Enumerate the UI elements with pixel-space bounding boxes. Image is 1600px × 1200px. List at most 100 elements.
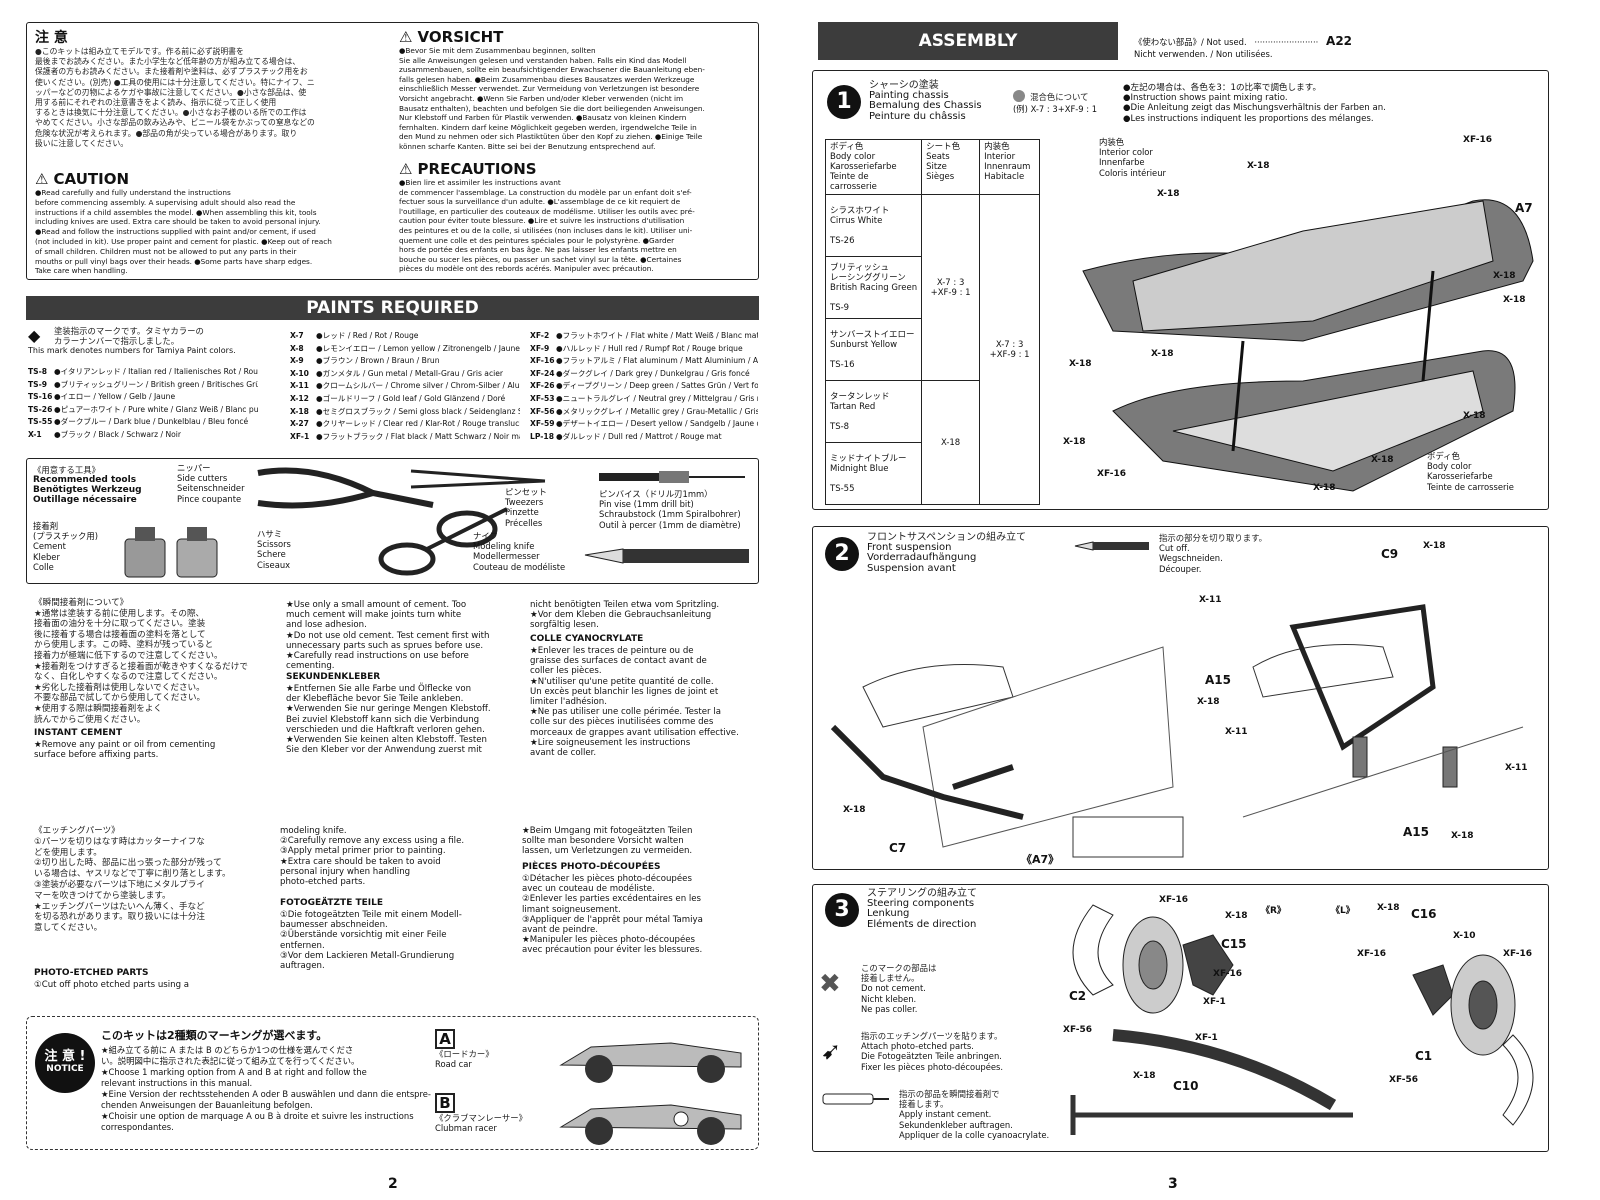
paint-label: X-18 bbox=[1063, 437, 1086, 447]
paints-list-1: TS-8●イタリアンレッド / Italian red / Italienisc… bbox=[28, 366, 258, 442]
paint-label: X-18 bbox=[1377, 903, 1400, 913]
step-1-title-jp: シャーシの塗装 bbox=[869, 80, 939, 91]
paint-label: XF-16 bbox=[1503, 949, 1533, 959]
paint-label: XF-16 bbox=[1159, 895, 1189, 905]
step-2-title-de: Vorderradaufhängung bbox=[867, 552, 977, 564]
tools-title-de: Benötigtes Werkzeug bbox=[33, 485, 142, 496]
paint-label: X-18 bbox=[1069, 359, 1092, 369]
paints-list-3: XF-2●フラットホワイト / Flat white / Matt Weiß /… bbox=[530, 330, 758, 443]
page-number-left: 2 bbox=[388, 1176, 398, 1192]
cement-jp: 《瞬間接着剤について》 ★通常は塗装する前に使用します。その際、 接着面の油分を… bbox=[34, 598, 248, 725]
paint-row: XF-56●メタリックグレイ / Metallic grey / Grau-Me… bbox=[530, 406, 758, 419]
step-3-title: ステアリングの組み立て Steering components Lenkung … bbox=[867, 888, 977, 930]
step-1-title-fr: Peinture du châssis bbox=[869, 110, 966, 122]
paint-row: X-18●セミグロスブラック / Semi gloss black / Seid… bbox=[290, 406, 520, 419]
part-a7: A7 bbox=[1515, 201, 1533, 215]
assembly-header: ASSEMBLY bbox=[818, 22, 1118, 60]
row-body-color: シラスホワイト Cirrus White TS-26 bbox=[824, 194, 923, 257]
tools-box: 《用意する工具》 Recommended tools Benötigtes We… bbox=[26, 458, 759, 584]
paint-name: ●ピュアーホワイト / Pure white / Glanz Weiß / Bl… bbox=[54, 404, 258, 414]
paint-code: XF-53 bbox=[530, 393, 555, 403]
col-head-seat: シート色 Seats Sitze Sièges bbox=[921, 139, 981, 195]
cement-fr-head: COLLE CYANOCRYLATE bbox=[530, 634, 644, 644]
tools-title: 《用意する工具》 Recommended tools Benötigtes We… bbox=[33, 465, 142, 505]
paint-name: ●フラットブラック / Flat black / Matt Schwarz / … bbox=[316, 431, 520, 441]
paint-row: TS-8●イタリアンレッド / Italian red / Italienisc… bbox=[28, 366, 258, 379]
step-3-title-en: Steering components bbox=[867, 898, 975, 910]
vorsicht-text: ●Bevor Sie mit dem Zusammenbau beginnen,… bbox=[399, 46, 705, 151]
no-cement-jp: このマークの部品は 接着しません。 bbox=[861, 963, 937, 984]
paint-code: X-1 bbox=[28, 429, 42, 439]
row-body-color: タータンレッド Tartan Red TS-8 bbox=[824, 380, 923, 443]
paint-label: X-18 bbox=[1463, 411, 1486, 421]
paint-code: TS-16 bbox=[28, 392, 53, 402]
paint-label: XF-1 bbox=[1195, 1033, 1218, 1043]
warning-icon: ⚠ bbox=[399, 160, 413, 178]
modeling-knife-icon bbox=[583, 545, 753, 571]
cut-note-text: Cut off. Wegschneiden. Découper. bbox=[1159, 543, 1223, 574]
paint-label: XF-16 bbox=[1097, 469, 1127, 479]
paint-row: XF-16●フラットアルミ / Flat aluminum / Matt Alu… bbox=[530, 355, 758, 368]
instant-cement-note: 指示の部品を瞬間接着剤で 接着します。 Apply instant cement… bbox=[899, 1089, 1049, 1140]
etch-de: ①Die fotogeätzten Teile mit einem Modell… bbox=[280, 910, 462, 972]
etch-note-jp: 指示のエッチングパーツを貼ります。 bbox=[861, 1031, 1003, 1041]
paint-name: ●イエロー / Yellow / Gelb / Jaune bbox=[54, 392, 176, 402]
paint-label: XF-1 bbox=[1203, 997, 1226, 1007]
part-a7-ref: 《A7》 bbox=[1021, 853, 1060, 866]
paint-label: XF-16 bbox=[1213, 969, 1243, 979]
notice-badge: 注 意 ! NOTICE bbox=[35, 1033, 95, 1093]
paint-label: X-18 bbox=[1493, 271, 1516, 281]
paint-name: ●ブリティッシュグリーン / British green / Britische… bbox=[54, 379, 258, 389]
mix-instruction: ●左記の場合は、各色を3：1の比率で調色します。 ●Instruction sh… bbox=[1123, 83, 1386, 124]
option-a-en: Road car bbox=[435, 1059, 472, 1070]
paint-code: XF-59 bbox=[530, 419, 555, 429]
step-2-title-fr: Suspension avant bbox=[867, 562, 956, 574]
left-side-label: 《L》 bbox=[1331, 906, 1355, 916]
paint-label: XF-16 bbox=[1463, 135, 1493, 145]
step-3-title-fr: Eléments de direction bbox=[867, 918, 977, 930]
paint-row: XF-24●ダークグレイ / Dark grey / Dunkelgrau / … bbox=[530, 368, 758, 381]
etch-en-head: PHOTO-ETCHED PARTS bbox=[34, 968, 149, 978]
mix-icon bbox=[1013, 89, 1025, 102]
tools-title-jp: 《用意する工具》 bbox=[33, 465, 100, 475]
cut-knife-icon bbox=[1073, 537, 1153, 556]
leader-dots: ························ bbox=[1251, 37, 1321, 47]
paint-label: X-11 bbox=[1225, 727, 1248, 737]
paint-label: X-18 bbox=[1423, 541, 1446, 551]
caution-jp-text: ●このキットは組み立てモデルです。作る前に必ず説明書を 最後までお読みください。… bbox=[35, 47, 315, 148]
road-car-illustration bbox=[551, 1025, 751, 1089]
paint-name: ●ニュートラルグレイ / Neutral grey / Mittelgrau /… bbox=[556, 393, 758, 403]
step-3-title-de: Lenkung bbox=[867, 908, 910, 920]
step-1-title: シャーシの塗装 Painting chassis Bemalung des Ch… bbox=[869, 80, 982, 122]
paint-label: X-18 bbox=[1313, 483, 1336, 493]
paint-name: ●レモンイエロー / Lemon yellow / Zitronengelb /… bbox=[316, 343, 520, 353]
paint-name: ●セミグロスブラック / Semi gloss black / Seidengl… bbox=[316, 406, 520, 416]
paints-required-header: PAINTS REQUIRED bbox=[26, 296, 759, 320]
paint-code: X-10 bbox=[290, 368, 309, 378]
paint-name: ●デザートイエロー / Desert yellow / Sandgelb / J… bbox=[556, 419, 758, 429]
paint-code: XF-16 bbox=[530, 356, 555, 366]
paint-code: X-7 bbox=[290, 331, 304, 340]
paint-row: XF-59●デザートイエロー / Desert yellow / Sandgel… bbox=[530, 418, 758, 431]
paint-code: X-9 bbox=[290, 356, 304, 366]
step-3-title-jp: ステアリングの組み立て bbox=[867, 888, 977, 899]
seat-black: X-18 bbox=[921, 380, 981, 505]
tools-title-en: Recommended tools bbox=[33, 475, 137, 486]
paint-code: XF-9 bbox=[530, 343, 550, 353]
part-c10: C10 bbox=[1173, 1079, 1199, 1093]
paint-code: TS-8 bbox=[28, 367, 48, 376]
color-table: ボディ色 Body color Karosseriefarbe Teinte d… bbox=[824, 139, 1041, 505]
paint-label: XF-56 bbox=[1389, 1075, 1419, 1085]
paint-name: ●ダルレッド / Dull red / Mattrot / Rouge mat bbox=[556, 431, 722, 441]
paint-label: XF-56 bbox=[1063, 1025, 1093, 1035]
paint-code: XF-26 bbox=[530, 381, 555, 391]
warning-icon: ⚠ bbox=[399, 28, 413, 46]
paint-row: X-1●ブラック / Black / Schwarz / Noir bbox=[28, 429, 258, 442]
paint-code: XF-24 bbox=[530, 368, 555, 378]
paints-intro-en: This mark denotes numbers for Tamiya Pai… bbox=[28, 346, 236, 356]
not-used-part: A22 bbox=[1326, 34, 1353, 48]
step-1-title-en: Painting chassis bbox=[869, 90, 949, 102]
caution-en: ⚠ CAUTION ●Read carefully and fully unde… bbox=[35, 169, 395, 276]
paint-row: X-11●クロームシルバー / Chrome silver / Chrom-Si… bbox=[290, 380, 520, 393]
